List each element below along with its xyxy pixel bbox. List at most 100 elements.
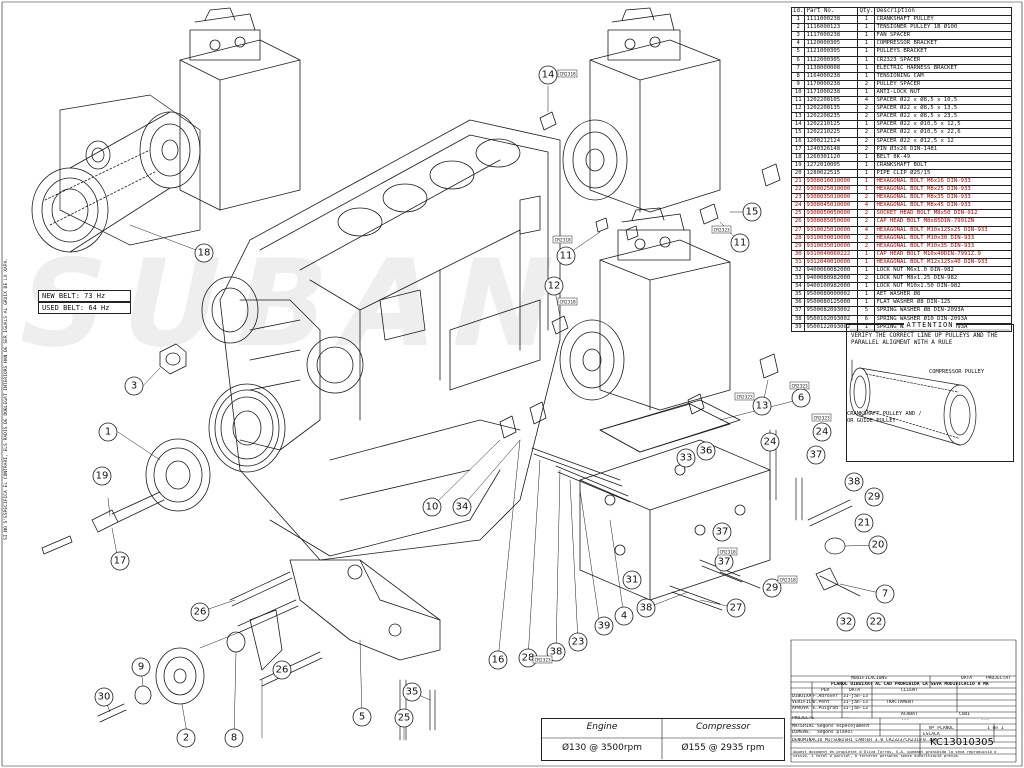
part-id: 10 xyxy=(790,87,806,98)
part-number: 9310035010000 xyxy=(804,241,859,251)
tb-per: PER xyxy=(821,688,830,693)
callout-26: 26 xyxy=(190,602,210,622)
part-description: SPACER Ø22 x Ø8,5 x 10,5 xyxy=(874,96,1012,106)
part-number: 1120000305 xyxy=(804,39,859,49)
callout-circle xyxy=(614,606,634,626)
callout-circle xyxy=(538,65,558,85)
callout-number: 16 xyxy=(492,655,505,666)
callout-circle xyxy=(726,598,746,618)
part-id: 26 xyxy=(790,217,806,227)
part-id: 17 xyxy=(790,144,806,154)
engine-block xyxy=(219,119,561,561)
part-tag-box xyxy=(717,547,738,556)
part-tag-box xyxy=(557,297,578,306)
title-block: MODIFICACIONS DATA PROJECTAT PLANOL DIBU… xyxy=(791,640,1016,762)
part-description: LOCK NUT M8x1.25 DIN-982 xyxy=(874,274,1012,284)
part-number: 9500102093002 xyxy=(804,314,859,324)
callout-circle xyxy=(844,472,864,492)
tb-sheet: 1 de 1 xyxy=(987,726,1004,731)
part-id: 16 xyxy=(790,136,806,146)
part-description: TENSIONER PULLEY 1B Ø100 xyxy=(874,23,1012,33)
callout-17: 17 xyxy=(110,551,130,571)
callout-number: 36 xyxy=(700,446,713,457)
belt-and-bracket-left xyxy=(31,94,201,253)
callout-circle xyxy=(854,513,874,533)
callout-number: 9 xyxy=(138,662,144,673)
callout-circle xyxy=(762,578,782,598)
callout-number: 20 xyxy=(872,540,885,551)
part-number: 9308025010000 xyxy=(804,185,859,195)
callout-number: 31 xyxy=(626,575,639,586)
part-qty: 2 xyxy=(857,241,876,251)
callout-number: 25 xyxy=(398,713,411,724)
engine-label: Engine xyxy=(586,722,618,732)
part-number: 1200212124 xyxy=(804,136,859,146)
tb-dimens-value: Segons planol xyxy=(817,730,853,735)
tb-projecte: PROJECTE xyxy=(792,716,815,721)
col-id: Id. xyxy=(790,6,806,17)
tb-projecte-value: --- xyxy=(841,716,850,721)
tb-dibuixa: DIBUIXA xyxy=(792,694,812,699)
part-qty: 1 xyxy=(857,176,876,187)
callout-36: 36 xyxy=(696,441,716,461)
part-id: 36 xyxy=(790,298,806,308)
part-number: 1202210125 xyxy=(804,120,859,130)
part-tag-label: CR2323 xyxy=(737,394,754,400)
callout-2: 2 xyxy=(176,728,196,748)
tb-codi-value: --- xyxy=(981,718,990,723)
part-description: PIPE CLIP Ø25/15 xyxy=(874,168,1012,178)
tb-aprova: APROVA xyxy=(792,706,809,711)
callout-circle xyxy=(806,445,826,465)
part-qty: 4 xyxy=(857,96,876,106)
callout-6: 6 xyxy=(791,388,811,408)
callout-circle xyxy=(488,650,508,670)
part-id: 9 xyxy=(790,79,806,89)
part-tag-box xyxy=(552,235,573,244)
engine-pulley-value: Ø130 @ 3500rpm xyxy=(561,743,643,753)
part-description: HEXAGONAL BOLT M10x125x25 DIN-933 xyxy=(874,225,1012,235)
part-id: 11 xyxy=(790,96,806,106)
tb-verifica-date: 31-jan-13 xyxy=(843,700,868,705)
callout-26: 26 xyxy=(272,660,292,680)
callout-number: 11 xyxy=(560,251,573,262)
tb-verifica: VERIFICA xyxy=(792,700,815,705)
callout-31: 31 xyxy=(622,570,642,590)
tb-cad-notice: PLANOL DIBUIXAT AL CAD PROHIBIDA LA SEVA… xyxy=(831,682,989,687)
tb-tractament: TRACTAMENT xyxy=(886,700,914,705)
part-qty: 1 xyxy=(857,185,876,195)
part-qty: 2 xyxy=(857,209,876,219)
part-description: CRANKSHAFT BOLT xyxy=(874,160,1012,170)
callout-number: 22 xyxy=(870,617,883,628)
callout-16: 16 xyxy=(488,650,508,670)
part-description: CAP HEAD BOLT M8x85DIN-7991ZN xyxy=(874,217,1012,227)
part-tag-label: CR2323 xyxy=(792,383,809,389)
part-tag: CR2318 xyxy=(717,547,738,556)
callout-10: 10 xyxy=(422,497,442,517)
callout-number: 4 xyxy=(621,611,627,622)
callout-15: 15 xyxy=(742,202,762,222)
part-number: 1260301120 xyxy=(804,152,859,162)
part-number: 9500080000002 xyxy=(804,290,859,300)
part-id: 7 xyxy=(790,63,806,73)
part-number: 1202208105 xyxy=(804,96,859,106)
part-number: 1121000305 xyxy=(804,47,859,57)
part-qty: 4 xyxy=(857,225,876,235)
callout-circle xyxy=(176,728,196,748)
part-qty: 2 xyxy=(857,217,876,227)
part-description: HEXAGONAL BOLT M8x25 DIN-933 xyxy=(874,185,1012,195)
part-qty: 2 xyxy=(857,274,876,284)
part-tag-box xyxy=(734,392,755,401)
part-tag-label: CR2323 xyxy=(714,227,731,233)
compressor-mid-right xyxy=(559,207,731,411)
callout-number: 39 xyxy=(598,621,611,632)
part-description: COMPRESSOR BRACKET xyxy=(874,39,1012,49)
